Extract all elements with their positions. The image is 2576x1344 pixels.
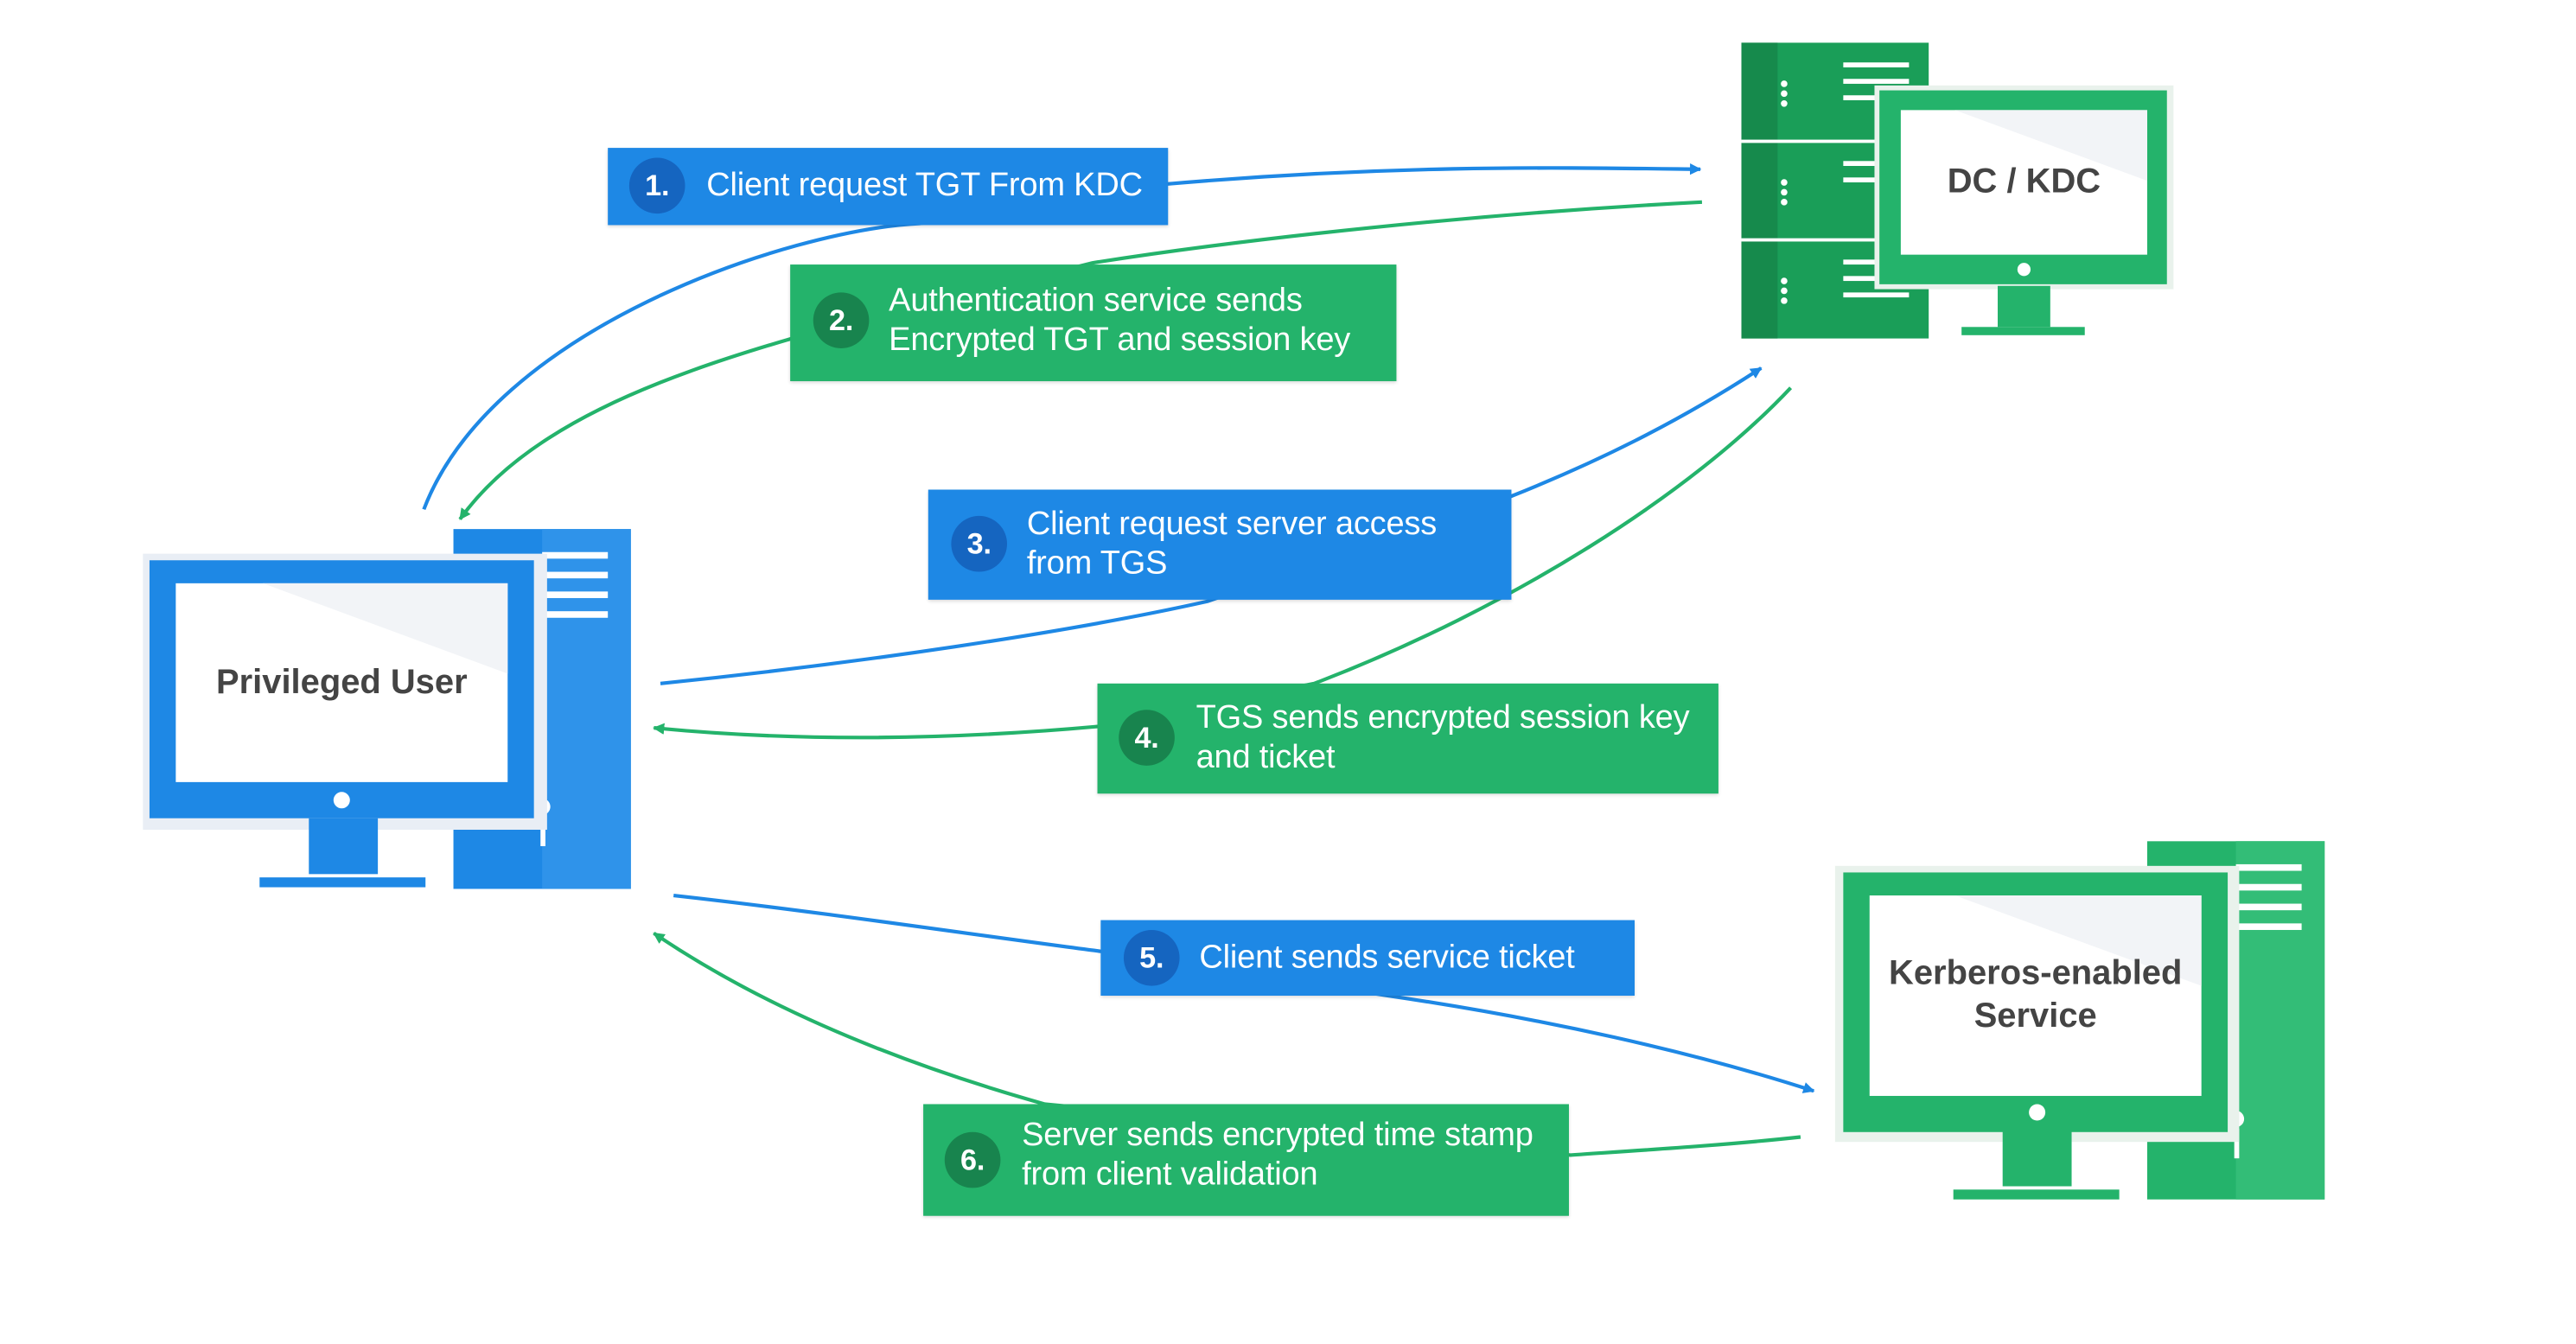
step-2-label: 2. Authentication service sends Encrypte… [790,264,1397,382]
step-5-badge: 5. [1123,929,1180,986]
step-3-label: 3. Client request server access from TGS [928,489,1512,600]
step-2-badge: 2. [813,292,870,349]
step-6-label: 6. Server sends encrypted time stamp fro… [923,1104,1569,1216]
step-5-text: Client sends service ticket [1199,940,1575,977]
arrow-step-4 [653,386,1793,740]
step-1-text: Client request TGT From KDC [706,167,1143,204]
step-5-label: 5. Client sends service ticket [1100,920,1635,997]
step-6-badge: 6. [944,1131,1001,1188]
step-3-text: Client request server access from TGS [1026,506,1438,582]
step-1-badge: 1. [628,157,685,214]
kerberos-service-label: Kerberos-enabled Service [1889,954,2183,1035]
step-6-text: Server sends encrypted time stamp from c… [1022,1117,1533,1194]
step-2-text: Authentication service sends Encrypted T… [889,282,1351,359]
arrow-step-6 [653,932,1801,1157]
arrow-step-2 [458,200,1703,520]
arrow-step-3 [660,366,1763,685]
privileged-user-label: Privileged User [216,663,468,701]
step-4-label: 4. TGS sends encrypted session key and t… [1097,683,1718,794]
step-4-text: TGS sends encrypted session key and tick… [1196,699,1690,776]
dc-kdc-label: DC / KDC [1947,162,2101,201]
step-1-label: 1. Client request TGT From KDC [608,148,1169,226]
step-3-badge: 3. [951,515,1008,572]
step-4-badge: 4. [1119,710,1175,766]
